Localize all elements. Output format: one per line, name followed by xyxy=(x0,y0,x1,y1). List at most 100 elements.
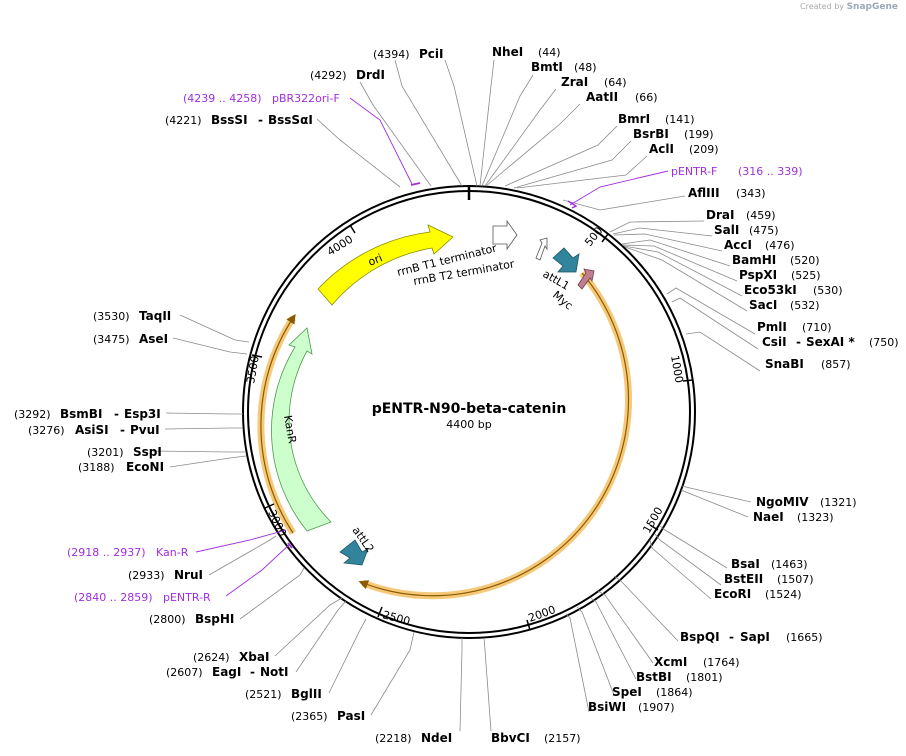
enzyme-position: (710) xyxy=(802,321,832,334)
enzyme-position: (3475) xyxy=(93,333,130,346)
enzyme-name: XcmI xyxy=(654,655,687,669)
leader-line xyxy=(479,59,495,187)
primer-range: (2918 .. 2937) xyxy=(67,546,146,559)
tick-label: 4000 xyxy=(325,233,356,259)
enzyme-name: AsiSI xyxy=(75,423,109,437)
leader-line xyxy=(208,535,277,576)
enzyme-position: (2521) xyxy=(245,688,282,701)
rrnb-t2-feature xyxy=(535,237,548,261)
enzyme-position: (530) xyxy=(813,284,843,297)
attl1-feature xyxy=(552,247,580,273)
enzyme-name: SspI xyxy=(133,445,162,459)
enzyme-position: (3530) xyxy=(93,310,130,323)
enzyme-name: BmrI xyxy=(618,112,650,126)
enzyme-name: BstEII xyxy=(724,572,763,586)
primer-mark xyxy=(567,200,578,209)
leader-line xyxy=(516,155,648,189)
enzyme-position: (2933) xyxy=(128,569,165,582)
enzyme-name: BmtI xyxy=(531,60,563,74)
enzyme-position: (2157) xyxy=(544,732,581,745)
enzyme-position: (857) xyxy=(821,358,851,371)
enzyme-name: Esp3I xyxy=(124,407,161,421)
enzyme-name: DraI xyxy=(706,208,734,222)
leader-line xyxy=(370,631,415,716)
primer-name: pENTR-R xyxy=(163,591,211,604)
enzyme-name: BssSI xyxy=(211,113,248,127)
primer-leader-line xyxy=(569,170,669,206)
enzyme-separator: - xyxy=(796,335,801,349)
leader-line xyxy=(623,245,743,297)
leader-line xyxy=(165,412,243,415)
enzyme-labels: (4394) PciI NheI (44) BmtI (48) ZraI (64… xyxy=(14,45,899,745)
leader-line xyxy=(590,597,637,680)
enzyme-position: (3201) xyxy=(87,446,124,459)
enzyme-position: (3188) xyxy=(78,461,115,474)
leader-line xyxy=(483,637,492,732)
leader-line xyxy=(152,450,245,453)
primer-range: (316 .. 339) xyxy=(738,165,803,178)
leader-line xyxy=(613,233,723,252)
enzyme-position: (4394) xyxy=(373,48,410,61)
enzyme-position: (2218) xyxy=(375,732,412,745)
enzyme-separator: - xyxy=(258,113,263,127)
enzyme-position: (1323) xyxy=(797,511,834,524)
leader-line xyxy=(359,81,432,187)
orf-arc-kanr-line xyxy=(260,313,296,534)
primer-range: (2840 .. 2859) xyxy=(74,591,153,604)
tick-mark xyxy=(264,503,275,509)
enzyme-position: (1463) xyxy=(771,558,808,571)
enzyme-position: (532) xyxy=(790,299,820,312)
leader-line xyxy=(680,489,749,518)
tick-label: 500 xyxy=(582,224,605,249)
enzyme-separator: - xyxy=(120,423,125,437)
leader-line xyxy=(295,600,347,673)
enzyme-name: PvuI xyxy=(130,423,160,437)
enzyme-name: BsrBI xyxy=(633,127,669,141)
orf-arc-beta-catenin xyxy=(361,270,632,600)
enzyme-name: AclI xyxy=(649,142,674,156)
leader-line xyxy=(459,638,463,732)
enzyme-name: NheI xyxy=(492,45,523,59)
leader-line xyxy=(513,140,632,189)
enzyme-position: (141) xyxy=(665,113,695,126)
snapgene-watermark: Created by SnapGene xyxy=(800,2,898,12)
leader-line xyxy=(612,227,713,237)
leader-line xyxy=(444,59,478,187)
tick-label: 3500 xyxy=(244,355,262,385)
leader-line xyxy=(485,103,581,187)
enzyme-position: (459) xyxy=(746,209,776,222)
enzyme-name: NaeI xyxy=(753,510,784,524)
enzyme-name: BamHI xyxy=(732,253,776,267)
leader-line xyxy=(481,74,534,187)
leader-line xyxy=(659,525,728,569)
enzyme-name: SacI xyxy=(749,298,777,312)
enzyme-position: (44) xyxy=(538,46,561,59)
enzyme-name: SnaBI xyxy=(765,357,804,371)
leader-line xyxy=(621,239,731,267)
primer-labels: pENTR-F (316 .. 339) (4239 .. 4258) pBR3… xyxy=(67,92,803,604)
orf-arc-beta-catenin-line xyxy=(358,272,630,597)
enzyme-position: (343) xyxy=(736,187,766,200)
primer-mark xyxy=(287,542,293,549)
enzyme-position: (3292) xyxy=(14,408,51,421)
enzyme-position: (2800) xyxy=(149,613,186,626)
myc-label: Myc xyxy=(550,288,575,312)
kanr-label: KanR xyxy=(281,414,299,445)
enzyme-name: BsaI xyxy=(731,557,760,571)
primer-leader-line xyxy=(349,97,413,185)
enzyme-name: NdeI xyxy=(421,731,452,745)
enzyme-name: BspHI xyxy=(195,612,234,626)
enzyme-position: (2365) xyxy=(291,710,328,723)
leader-line xyxy=(562,195,686,211)
enzyme-name: EcoNI xyxy=(126,460,164,474)
leader-line xyxy=(565,613,590,713)
enzyme-name: EagI xyxy=(212,665,241,679)
leader-line xyxy=(654,533,722,586)
leader-line xyxy=(609,220,705,233)
enzyme-name: PasI xyxy=(337,709,365,723)
leader-line xyxy=(622,244,738,282)
primer-name: pENTR-F xyxy=(671,165,717,178)
enzyme-position: (1321) xyxy=(820,496,857,509)
leader-line xyxy=(394,59,463,187)
primer-name: Kan-R xyxy=(156,546,189,559)
